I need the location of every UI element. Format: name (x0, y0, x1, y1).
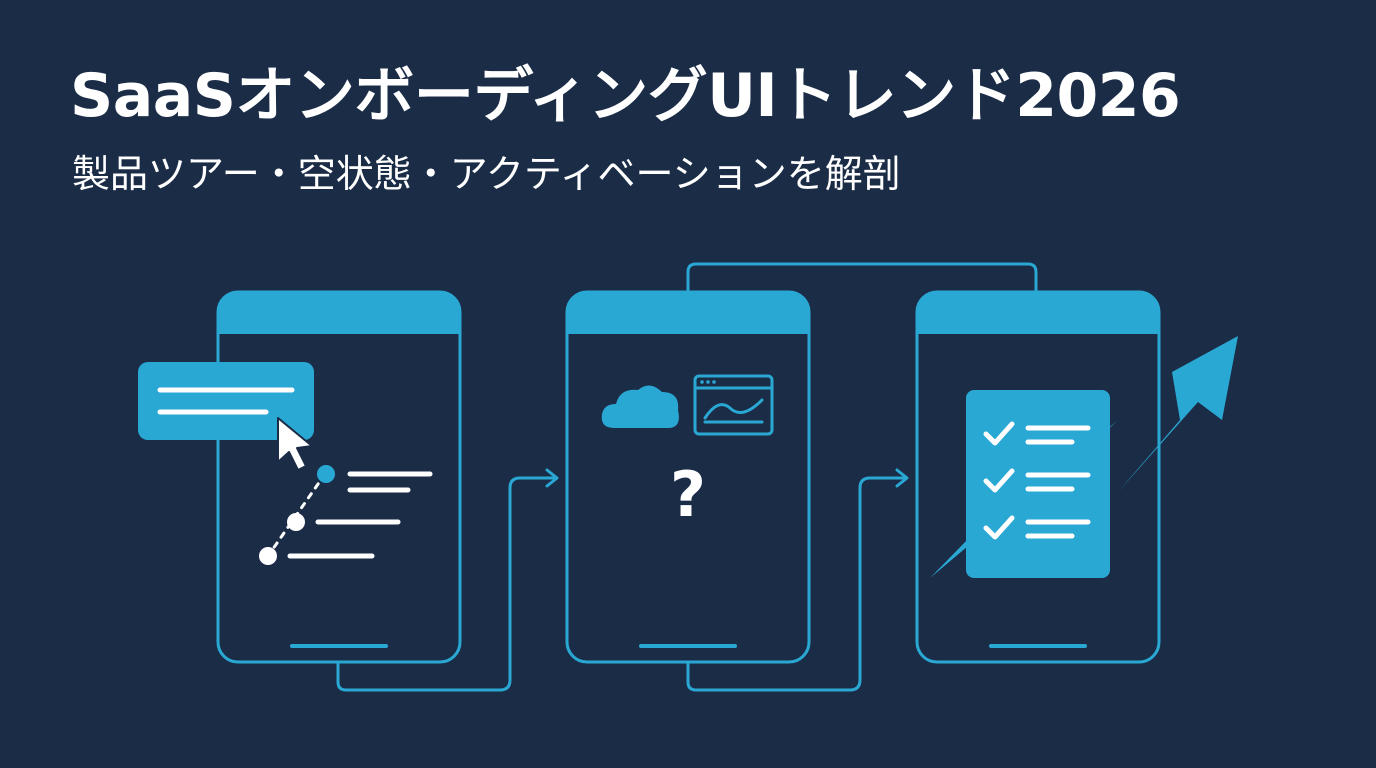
browser-chart-icon (693, 374, 774, 436)
panel-activation (915, 290, 1238, 664)
connector-empty-to-activation (686, 476, 907, 692)
tooltip-icon (138, 362, 314, 440)
connector-top-bridge (686, 262, 1038, 294)
connector-empty-to-activation-arrowhead (895, 468, 909, 488)
device-header-bar (917, 292, 1159, 334)
question-mark-icon: ? (670, 458, 706, 531)
connector-tour-to-empty (336, 476, 557, 692)
device-header-bar (218, 292, 460, 334)
panel-empty-state: ? (565, 290, 811, 664)
panel-product-tour (138, 290, 462, 664)
connector-tour-to-empty-arrowhead (545, 468, 559, 488)
page-title: SaaSオンボーディングUIトレンド2026 (70, 61, 1181, 131)
page-subtitle: 製品ツアー・空状態・アクティベーションを解剖 (72, 152, 901, 196)
checklist-icon (966, 390, 1110, 578)
cloud-icon (601, 385, 679, 428)
device-frame (216, 290, 462, 664)
growth-arrow-icon (930, 336, 1238, 578)
cursor-icon (277, 417, 313, 471)
device-header-bar (567, 292, 809, 334)
step-dots-icon (259, 465, 433, 565)
flow-connectors (336, 262, 1038, 692)
